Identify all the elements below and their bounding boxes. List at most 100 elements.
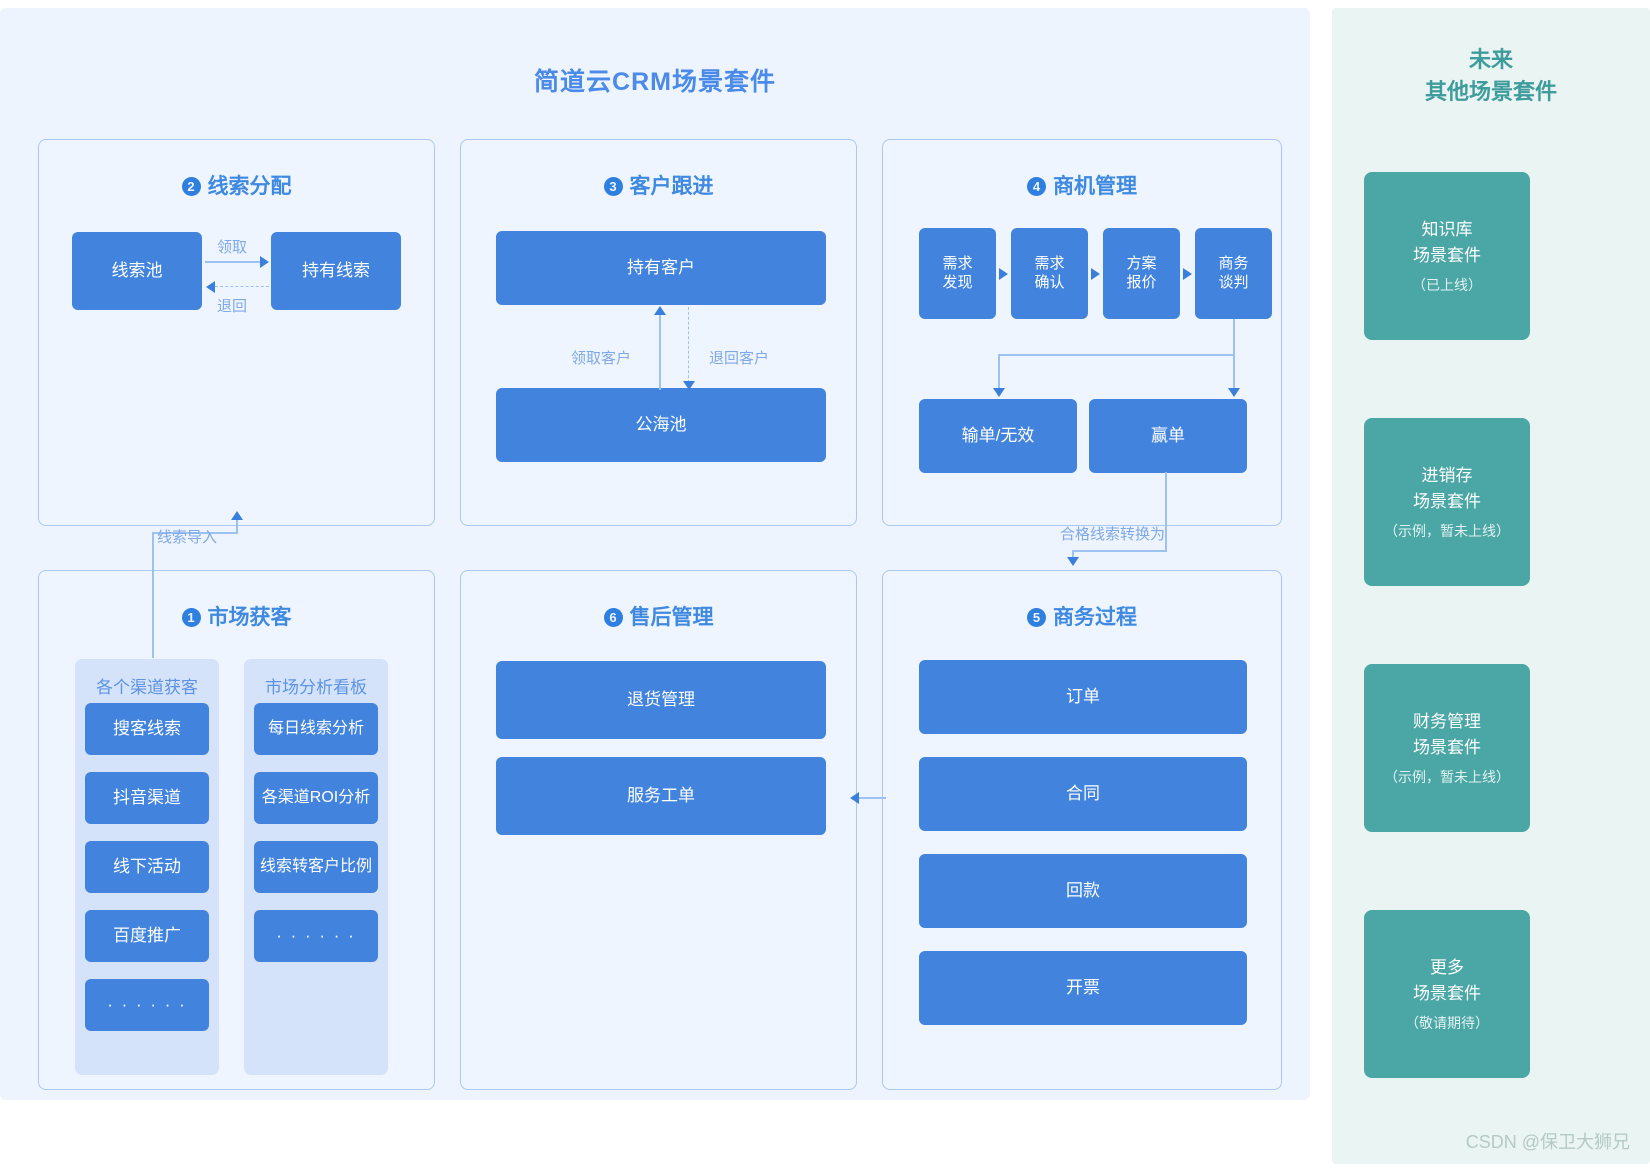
- stage-line-2: 报价: [1126, 273, 1157, 291]
- node-service-ticket[interactable]: 服务工单: [496, 757, 826, 835]
- future-card-status: （敬请期待）: [1405, 1015, 1489, 1031]
- future-card-main: 更多 场景套件: [1413, 955, 1481, 1006]
- node-analytics-lead-conversion[interactable]: 线索转客户比例: [254, 841, 378, 893]
- branch-crossbar: [998, 354, 1234, 356]
- node-channel-more[interactable]: · · · · · ·: [85, 979, 209, 1031]
- branch-right-arrowhead: [1228, 388, 1240, 397]
- future-card-line-1: 财务管理: [1413, 712, 1481, 731]
- node-lead-pool[interactable]: 线索池: [72, 232, 202, 310]
- node-analytics-daily-leads[interactable]: 每日线索分析: [254, 703, 378, 755]
- edge-label-claim-customer: 领取客户: [571, 350, 632, 367]
- stage-line-2: 发现: [942, 273, 973, 291]
- subcolumn-title-analytics: 市场分析看板: [265, 678, 367, 697]
- edge-bp-to-aftersales-arrowhead: [850, 792, 859, 804]
- node-invoice[interactable]: 开票: [919, 951, 1247, 1025]
- edge-return-arrowhead: [206, 281, 215, 293]
- edge-label-claim: 领取: [217, 239, 248, 256]
- node-channel-offline[interactable]: 线下活动: [85, 841, 209, 893]
- stage-arrow-2: [1091, 268, 1100, 280]
- edge-label-lead-import: 线索导入: [157, 529, 218, 546]
- node-held-leads[interactable]: 持有线索: [271, 232, 401, 310]
- edge-claim-customer-arrowhead: [654, 306, 666, 315]
- node-stage-demand-discovery[interactable]: 需求 发现: [919, 228, 996, 319]
- edge-label-qualified-lead: 合格线索转换为: [1060, 526, 1166, 543]
- future-suites-column: 未来 其他场景套件 知识库 场景套件 （已上线） 进销存 场景套件 （示例，暂未…: [1332, 8, 1650, 1164]
- future-card-main: 知识库 场景套件: [1413, 217, 1481, 268]
- watermark: CSDN @保卫大狮兄: [1465, 1132, 1630, 1152]
- node-channel-souke[interactable]: 搜客线索: [85, 703, 209, 755]
- node-stage-demand-confirm[interactable]: 需求 确认: [1011, 228, 1088, 319]
- panel-number-icon: 1: [181, 608, 201, 627]
- node-stage-proposal-quote[interactable]: 方案 报价: [1103, 228, 1180, 319]
- future-card-status: （已上线）: [1412, 277, 1482, 293]
- node-public-pool[interactable]: 公海池: [496, 388, 826, 462]
- edge-claim-customer-line: [659, 314, 661, 390]
- node-outcome-lost[interactable]: 输单/无效: [919, 399, 1077, 473]
- edge-label-return: 退回: [217, 298, 248, 315]
- edge-lead-import-arrowhead: [231, 511, 243, 520]
- edge-qualified-stem-down: [1165, 472, 1167, 551]
- panel-number-icon: 2: [181, 177, 201, 196]
- branch-left-arrowhead: [993, 388, 1005, 397]
- future-column-title: 未来 其他场景套件: [1332, 44, 1650, 108]
- edge-return-line: [215, 286, 269, 287]
- edge-return-customer-line: [688, 307, 689, 383]
- edge-qualified-riser: [1072, 550, 1074, 562]
- future-card-status: （示例，暂未上线）: [1384, 769, 1510, 785]
- node-channel-baidu[interactable]: 百度推广: [85, 910, 209, 962]
- node-outcome-won[interactable]: 赢单: [1089, 399, 1247, 473]
- stage-arrow-1: [999, 268, 1008, 280]
- node-payment[interactable]: 回款: [919, 854, 1247, 928]
- node-analytics-more[interactable]: · · · · · ·: [254, 910, 378, 962]
- edge-lead-import-riser: [236, 518, 238, 534]
- future-card-line-1: 知识库: [1421, 220, 1473, 239]
- node-channel-douyin[interactable]: 抖音渠道: [85, 772, 209, 824]
- panel-number-icon: 6: [603, 608, 623, 627]
- future-title-line-1: 未来: [1468, 47, 1513, 72]
- panel-number-icon: 3: [603, 177, 623, 196]
- stage-line-1: 方案: [1126, 254, 1157, 272]
- node-stage-negotiation[interactable]: 商务 谈判: [1195, 228, 1272, 319]
- subcolumn-analytics: 市场分析看板 每日线索分析 各渠道ROI分析 线索转客户比例 · · · · ·…: [244, 659, 388, 1075]
- node-held-customers[interactable]: 持有客户: [496, 231, 826, 305]
- future-card-more[interactable]: 更多 场景套件 （敬请期待）: [1364, 910, 1530, 1078]
- edge-return-customer-arrowhead: [683, 381, 695, 390]
- future-card-inventory[interactable]: 进销存 场景套件 （示例，暂未上线）: [1364, 418, 1530, 586]
- node-contract[interactable]: 合同: [919, 757, 1247, 831]
- future-card-line-2: 场景套件: [1413, 491, 1481, 511]
- page-title: 简道云CRM场景套件: [534, 68, 776, 96]
- subcolumn-channels: 各个渠道获客 搜客线索 抖音渠道 线下活动 百度推广 · · · · · ·: [75, 659, 219, 1075]
- future-title-line-2: 其他场景套件: [1424, 78, 1557, 104]
- stage-line-2: 确认: [1034, 273, 1065, 291]
- future-card-finance[interactable]: 财务管理 场景套件 （示例，暂未上线）: [1364, 664, 1530, 832]
- branch-stem: [1233, 319, 1235, 395]
- edge-claim-arrowhead: [260, 256, 269, 268]
- future-card-knowledge-base[interactable]: 知识库 场景套件 （已上线）: [1364, 172, 1530, 340]
- future-card-main: 进销存 场景套件: [1413, 463, 1481, 514]
- edge-bp-to-aftersales-line: [858, 797, 886, 799]
- stage-arrow-3: [1183, 268, 1192, 280]
- node-order[interactable]: 订单: [919, 660, 1247, 734]
- edge-claim-line: [205, 261, 261, 263]
- edge-qualified-crossbar: [1072, 550, 1167, 552]
- node-return-management[interactable]: 退货管理: [496, 661, 826, 739]
- future-card-main: 财务管理 场景套件: [1413, 709, 1481, 760]
- future-card-line-1: 更多: [1430, 958, 1464, 977]
- future-card-line-2: 场景套件: [1413, 983, 1481, 1003]
- stage-line-1: 需求: [942, 254, 973, 272]
- subcolumn-title-channels: 各个渠道获客: [96, 678, 198, 697]
- node-analytics-channel-roi[interactable]: 各渠道ROI分析: [254, 772, 378, 824]
- stage-line-2: 谈判: [1218, 273, 1249, 291]
